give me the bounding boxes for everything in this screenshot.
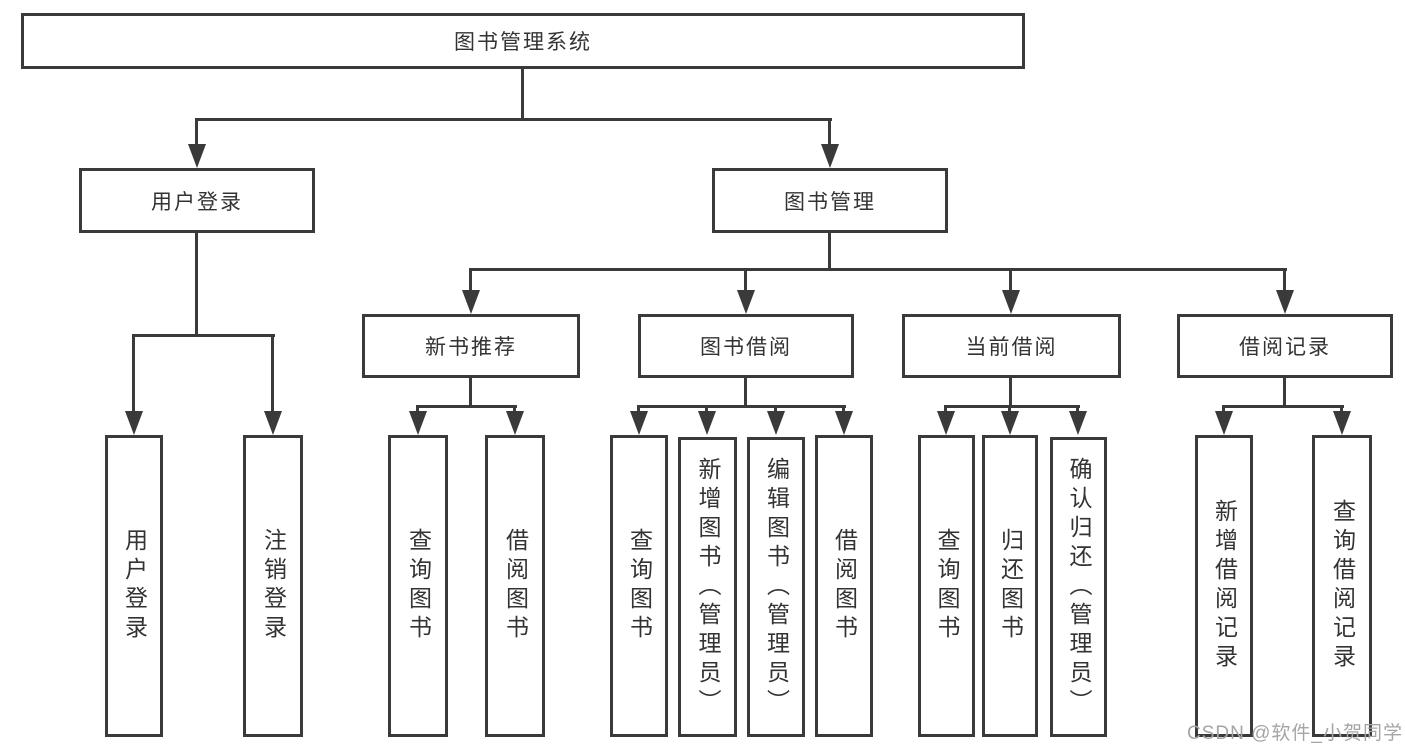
connector-newbook-drop-1	[416, 405, 419, 414]
leaf-record-query: 查询借阅记录	[1312, 435, 1372, 737]
node-borrow-record: 借阅记录	[1177, 314, 1393, 378]
leaf-current-confirm-return: 确认归还（管理员）	[1050, 437, 1107, 737]
arrow-down-icon	[835, 411, 853, 435]
leaf-bookborrow-borrow-label: 借阅图书	[831, 528, 858, 644]
arrow-down-icon	[1276, 290, 1294, 314]
arrow-down-icon	[821, 144, 839, 168]
connector-newbook-stem	[469, 378, 472, 407]
connector-book-mgmt-stem	[828, 233, 831, 268]
arrow-down-icon	[462, 290, 480, 314]
node-book-management-label: 图书管理	[784, 190, 876, 214]
node-user-login-label: 用户登录	[151, 190, 243, 214]
connector-borrowrecord-drop-1	[1222, 405, 1225, 414]
arrow-down-icon	[1002, 290, 1020, 314]
arrow-down-icon	[1215, 411, 1233, 435]
connector-borrowrecord-drop-2	[1340, 405, 1343, 414]
leaf-bookborrow-add-label: 新增图书（管理员）	[695, 456, 721, 718]
leaf-record-add-label: 新增借阅记录	[1211, 499, 1238, 673]
connector-book-mgmt-drop-2	[744, 268, 747, 293]
arrow-down-icon	[125, 411, 143, 435]
leaf-current-confirm-return-label: 确认归还（管理员）	[1066, 456, 1092, 718]
leaf-newbook-borrow-label: 借阅图书	[502, 528, 529, 644]
connector-user-login-drop-1	[132, 334, 135, 414]
node-new-book-recommend: 新书推荐	[362, 314, 580, 378]
node-root-label: 图书管理系统	[454, 31, 592, 54]
connector-user-login-drop-2	[271, 334, 274, 414]
connector-currentborrow-drop-3	[1076, 405, 1079, 414]
connector-bookborrow-drop-1	[637, 405, 640, 414]
arrow-down-icon	[767, 411, 785, 435]
node-borrow-record-label: 借阅记录	[1239, 336, 1331, 359]
leaf-newbook-query-label: 查询图书	[405, 528, 432, 644]
leaf-user-login-label: 用户登录	[121, 528, 148, 644]
node-book-borrow: 图书借阅	[638, 314, 854, 378]
leaf-bookborrow-query: 查询图书	[610, 435, 668, 737]
leaf-record-add: 新增借阅记录	[1195, 435, 1253, 737]
node-book-borrow-label: 图书借阅	[700, 336, 792, 359]
connector-bookborrow-drop-2	[705, 405, 708, 414]
leaf-bookborrow-query-label: 查询图书	[626, 528, 653, 644]
connector-user-login-stem	[195, 233, 198, 336]
connector-bookborrow-rail	[637, 405, 846, 408]
arrow-down-icon	[264, 411, 282, 435]
node-new-book-recommend-label: 新书推荐	[425, 336, 517, 359]
node-current-borrow: 当前借阅	[902, 314, 1121, 378]
csdn-watermark: CSDN @软件_小贺同学	[1187, 723, 1403, 744]
arrow-down-icon	[698, 411, 716, 435]
leaf-current-return: 归还图书	[982, 435, 1038, 737]
arrow-down-icon	[1001, 411, 1019, 435]
node-root: 图书管理系统	[21, 13, 1025, 69]
leaf-bookborrow-edit-label: 编辑图书（管理员）	[763, 456, 790, 718]
connector-currentborrow-drop-1	[944, 405, 947, 414]
connector-currentborrow-drop-2	[1008, 405, 1011, 414]
connector-bookborrow-stem	[744, 378, 747, 407]
connector-root-rail	[196, 118, 832, 121]
connector-borrowrecord-stem	[1283, 378, 1286, 407]
arrow-down-icon	[188, 144, 206, 168]
connector-currentborrow-rail	[944, 405, 1080, 408]
leaf-current-query: 查询图书	[918, 435, 975, 737]
connector-book-mgmt-drop-1	[469, 268, 472, 293]
connector-bookborrow-drop-4	[842, 405, 845, 414]
leaf-logout-label: 注销登录	[260, 528, 287, 644]
arrow-down-icon	[506, 411, 524, 435]
leaf-bookborrow-borrow: 借阅图书	[815, 435, 873, 737]
connector-newbook-rail	[416, 405, 517, 408]
connector-user-login-rail	[132, 334, 275, 337]
leaf-newbook-borrow: 借阅图书	[485, 435, 545, 737]
leaf-user-login: 用户登录	[105, 435, 163, 737]
connector-root-drop-right	[828, 118, 831, 148]
node-user-login: 用户登录	[79, 168, 315, 233]
connector-book-mgmt-rail	[469, 268, 1287, 271]
arrow-down-icon	[1069, 411, 1087, 435]
arrow-down-icon	[409, 411, 427, 435]
leaf-bookborrow-add: 新增图书（管理员）	[678, 437, 737, 737]
leaf-logout: 注销登录	[243, 435, 303, 737]
arrow-down-icon	[937, 411, 955, 435]
connector-newbook-drop-2	[513, 405, 516, 414]
node-book-management: 图书管理	[712, 168, 948, 233]
leaf-current-return-label: 归还图书	[997, 528, 1024, 644]
connector-currentborrow-stem	[1009, 378, 1012, 407]
arrow-down-icon	[737, 290, 755, 314]
connector-book-mgmt-drop-3	[1009, 268, 1012, 293]
connector-bookborrow-drop-3	[774, 405, 777, 414]
arrow-down-icon	[630, 411, 648, 435]
connector-root-drop-left	[195, 118, 198, 148]
leaf-record-query-label: 查询借阅记录	[1329, 499, 1356, 673]
connector-root-stem	[521, 67, 524, 118]
leaf-bookborrow-edit: 编辑图书（管理员）	[747, 437, 805, 737]
connector-borrowrecord-rail	[1222, 405, 1344, 408]
leaf-newbook-query: 查询图书	[388, 435, 448, 737]
arrow-down-icon	[1333, 411, 1351, 435]
connector-book-mgmt-drop-4	[1283, 268, 1286, 293]
node-current-borrow-label: 当前借阅	[965, 336, 1058, 359]
leaf-current-query-label: 查询图书	[934, 528, 960, 644]
